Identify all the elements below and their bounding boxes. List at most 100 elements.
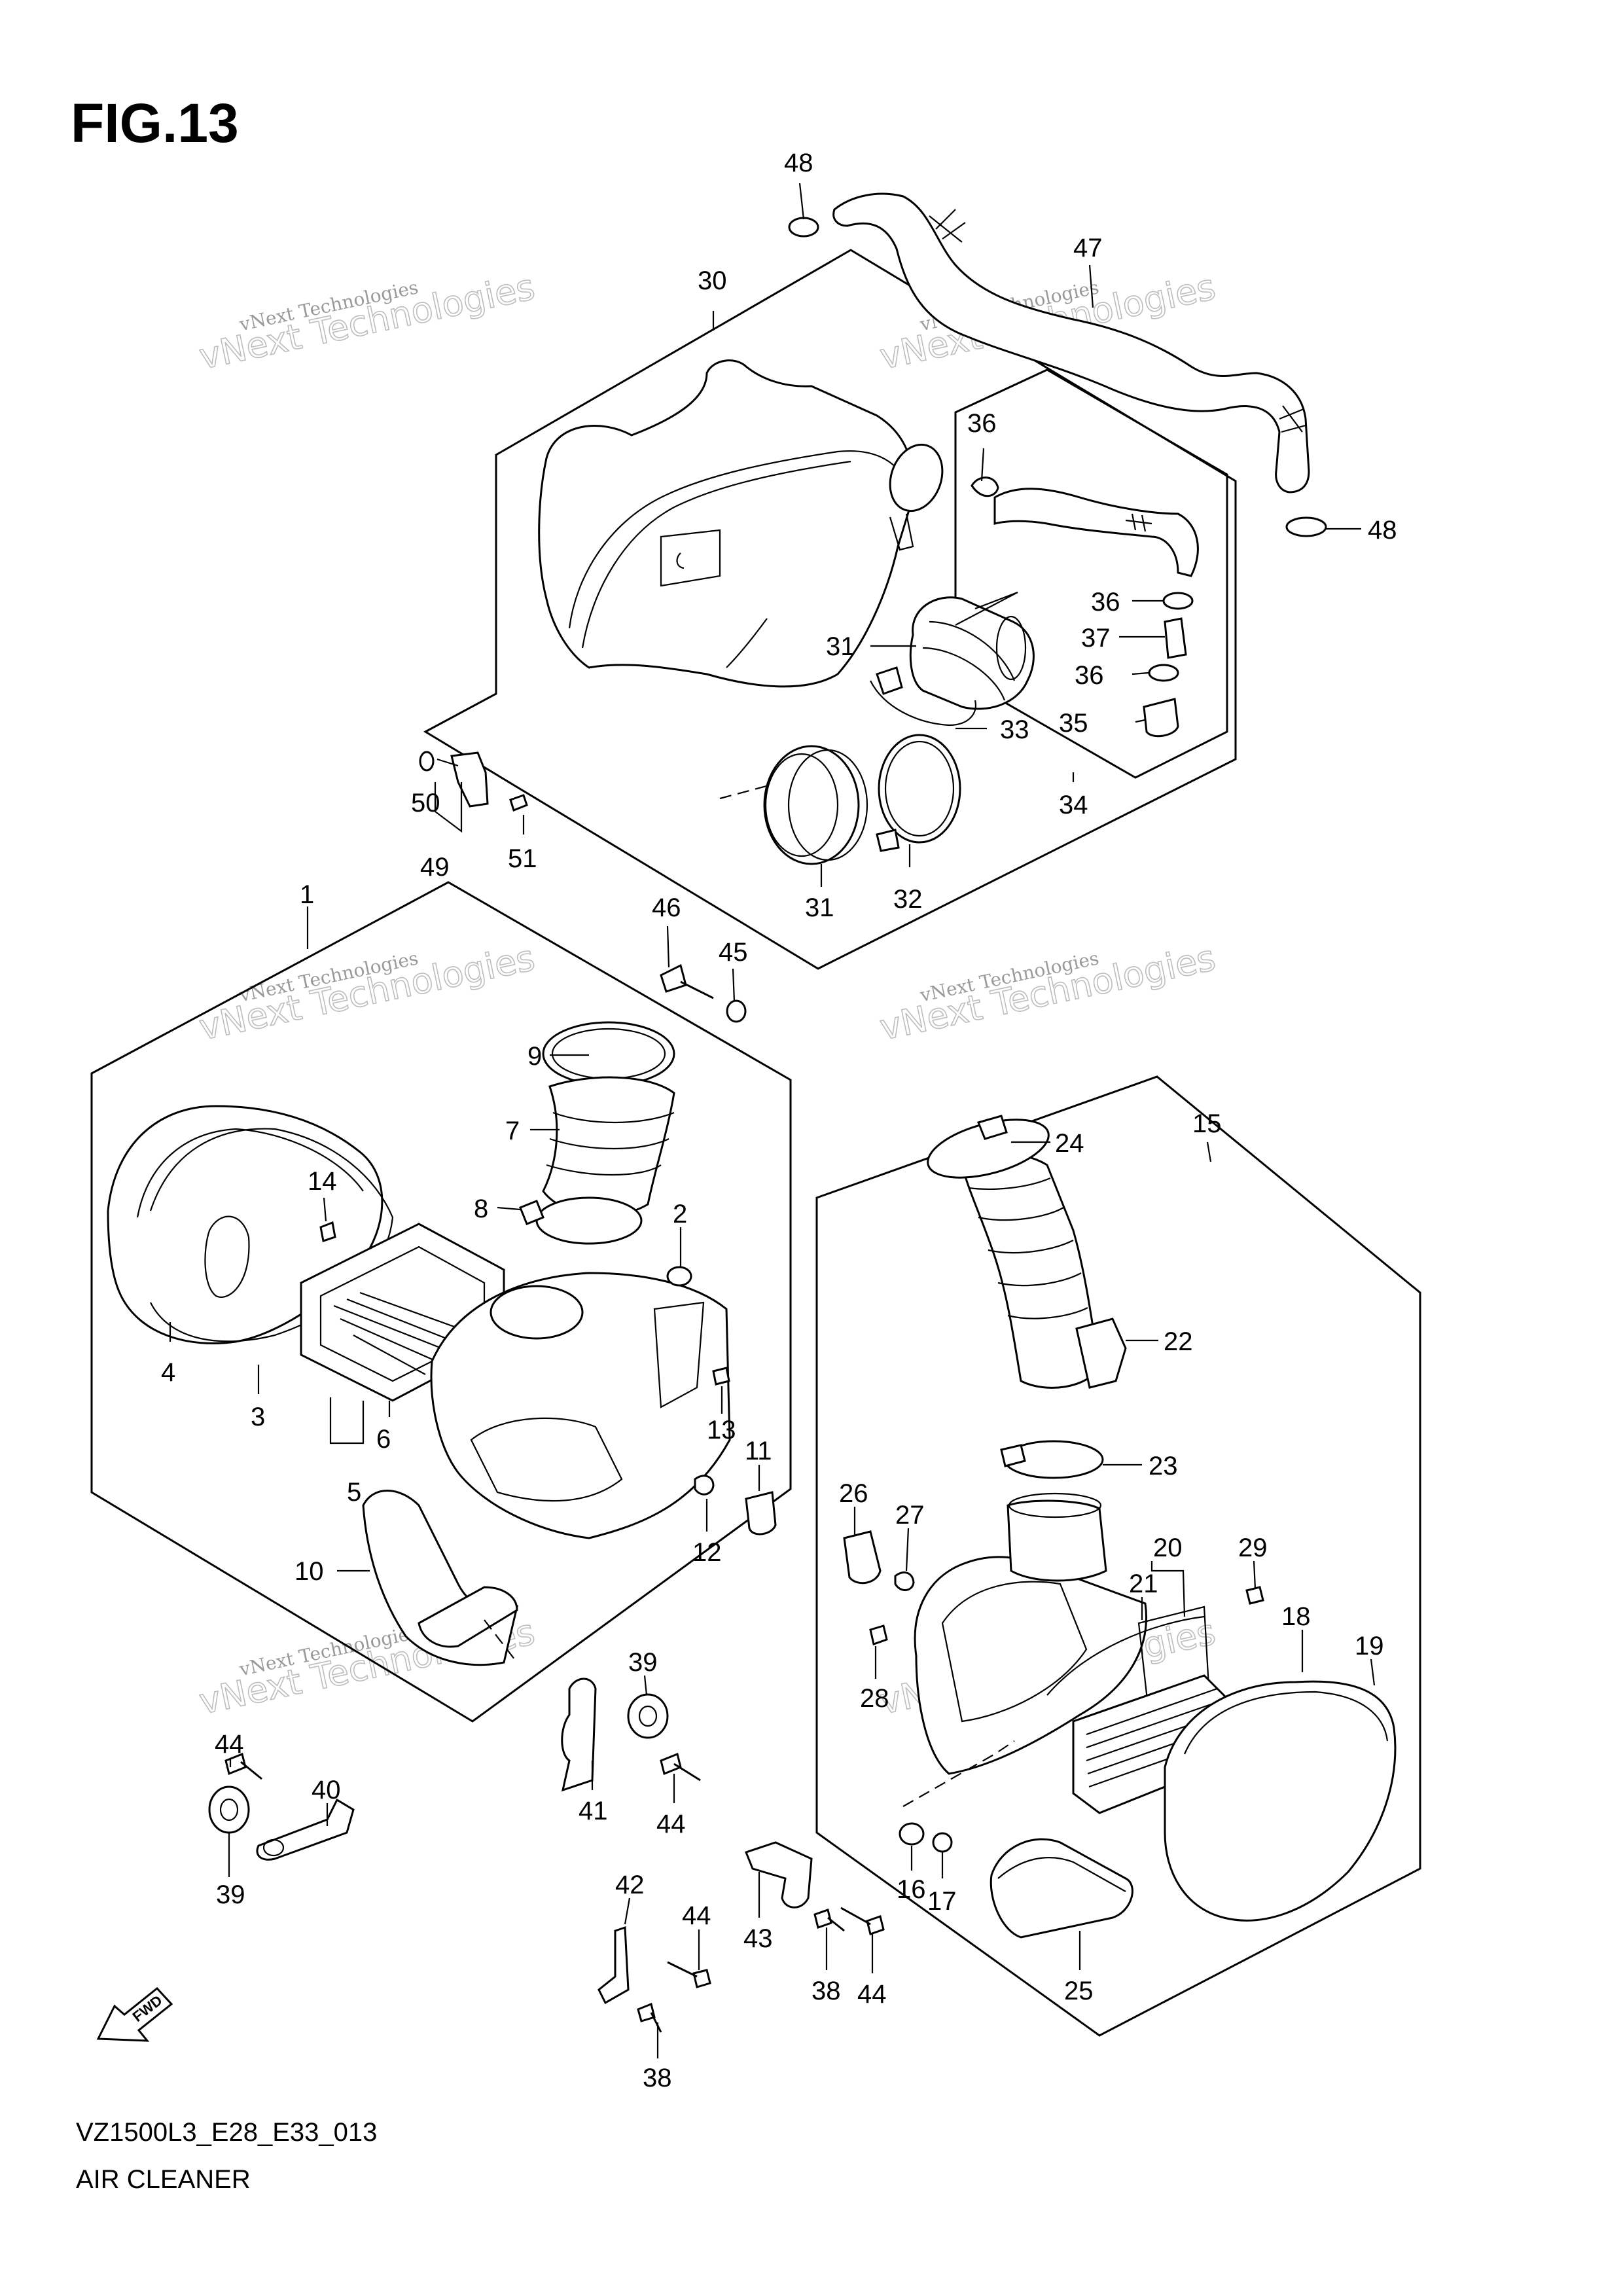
callout-44: 44 [215, 1730, 244, 1759]
rear-duct-22-tab [1075, 1318, 1127, 1389]
bolt-44-right-head [866, 1915, 885, 1935]
callout-48: 48 [784, 149, 813, 177]
model-code: VZ1500L3_E28_E33_013 [76, 2118, 378, 2147]
callout-37: 37 [1081, 624, 1111, 653]
callout-7: 7 [505, 1117, 520, 1145]
clamp-33-band [870, 680, 977, 726]
leader-5-6 [329, 1397, 365, 1444]
front-connector-31 [763, 745, 860, 865]
air-box-case-drawing [538, 359, 944, 688]
callout-3: 3 [251, 1403, 265, 1431]
bolt-46-head [660, 963, 687, 993]
callout-23: 23 [1149, 1452, 1178, 1480]
front-connector-31-rib [787, 749, 868, 861]
rear-duct-22 [961, 1153, 1101, 1389]
mount-brackets-drawing [208, 1677, 885, 2033]
front-cover-4-rim [136, 1128, 364, 1218]
drain-plug-35 [1143, 698, 1179, 738]
callout-50: 50 [411, 789, 440, 817]
bolt-38-right-shaft [827, 1916, 845, 1932]
leader-15 [1206, 1141, 1212, 1162]
rear-connector-31 [909, 596, 1035, 710]
leader-47 [1088, 264, 1094, 308]
front-case-rib [470, 1417, 623, 1502]
clamp-23-screw [1000, 1444, 1026, 1467]
callout-34: 34 [1059, 791, 1088, 819]
hose-clamp-48-top [788, 217, 819, 238]
callout-39: 39 [216, 1880, 245, 1909]
screw-51 [509, 794, 528, 812]
callout-9: 9 [527, 1042, 542, 1071]
air-box-bottom-rib [726, 618, 768, 668]
callout-27: 27 [895, 1501, 925, 1530]
rear-connector-31-rib2 [922, 647, 1006, 701]
callout-31: 31 [826, 632, 855, 661]
sensor-line [437, 758, 459, 767]
rear-cover-19 [1164, 1680, 1397, 1922]
callout-29: 29 [1238, 1534, 1268, 1562]
drain-hose-34 [993, 488, 1199, 577]
fwd-arrow-icon [96, 1986, 173, 2042]
callout-46: 46 [652, 893, 681, 922]
nut-45 [726, 999, 747, 1023]
leader-36c [1132, 672, 1149, 675]
callout-17: 17 [927, 1887, 957, 1916]
callout-25: 25 [1064, 1977, 1094, 2005]
leader-31-upper [955, 591, 1018, 626]
figure-title: FIG.13 [71, 92, 239, 154]
callout-10: 10 [294, 1557, 324, 1586]
leader-19 [1370, 1659, 1376, 1686]
leader-20 [1150, 1561, 1186, 1617]
callout-32: 32 [893, 885, 923, 914]
callout-42: 42 [615, 1871, 645, 1899]
sensor-mount-drawing [419, 751, 528, 812]
callout-41: 41 [579, 1797, 608, 1825]
callout-13: 13 [707, 1416, 736, 1444]
callout-44: 44 [857, 1980, 887, 2009]
screw-14 [319, 1221, 336, 1242]
callout-26: 26 [839, 1479, 868, 1508]
callout-11: 11 [745, 1437, 772, 1465]
air-box-shell [538, 359, 915, 688]
callout-44: 44 [682, 1901, 711, 1930]
screw-29 [1245, 1586, 1264, 1605]
screw-28 [869, 1624, 888, 1645]
front-connector-31-inner [764, 753, 839, 857]
callout-28: 28 [860, 1684, 889, 1713]
bracket-40 [256, 1798, 355, 1861]
leader-10-dashed [484, 1619, 518, 1663]
callout-24: 24 [1055, 1129, 1084, 1158]
leader-35 [1135, 719, 1146, 723]
front-case-body [430, 1272, 731, 1539]
front-air-cleaner-drawing [107, 963, 777, 1666]
plug-11 [745, 1491, 777, 1535]
bolt-38-right-head [813, 1909, 832, 1929]
bracket-40-hole [262, 1839, 285, 1857]
gasket-21 [1046, 1615, 1205, 1696]
cushion-39-upper [627, 1693, 669, 1739]
clip-27 [894, 1571, 915, 1591]
bolt-46-shaft [680, 980, 714, 999]
bolt-44-upper-head [660, 1752, 682, 1776]
callout-36: 36 [1075, 661, 1104, 690]
callout-5: 5 [347, 1478, 361, 1507]
funnel-7 [542, 1076, 675, 1217]
air-box-drain-nipple [889, 513, 914, 551]
clamp-32-inner [884, 740, 955, 837]
rear-case-rib [941, 1581, 1088, 1723]
callout-40: 40 [312, 1776, 341, 1804]
nut-16 [899, 1822, 925, 1846]
hose-clip-36-low [1148, 664, 1179, 682]
clamp-8 [535, 1196, 643, 1245]
callout-14: 14 [308, 1167, 337, 1196]
callout-33: 33 [1000, 715, 1029, 744]
air-box-seam-inner [581, 460, 851, 649]
cushion-39-upper-hole [638, 1705, 658, 1727]
watermark: vNext Technologies vNext Technologies [195, 937, 539, 1049]
breather-hose-47 [832, 192, 1310, 493]
drain-hose-34-marks [1125, 513, 1152, 532]
cushion-39-lower-hole [219, 1798, 239, 1821]
rear-connector-31-rim [995, 615, 1027, 681]
air-box-label-mark [676, 552, 685, 569]
